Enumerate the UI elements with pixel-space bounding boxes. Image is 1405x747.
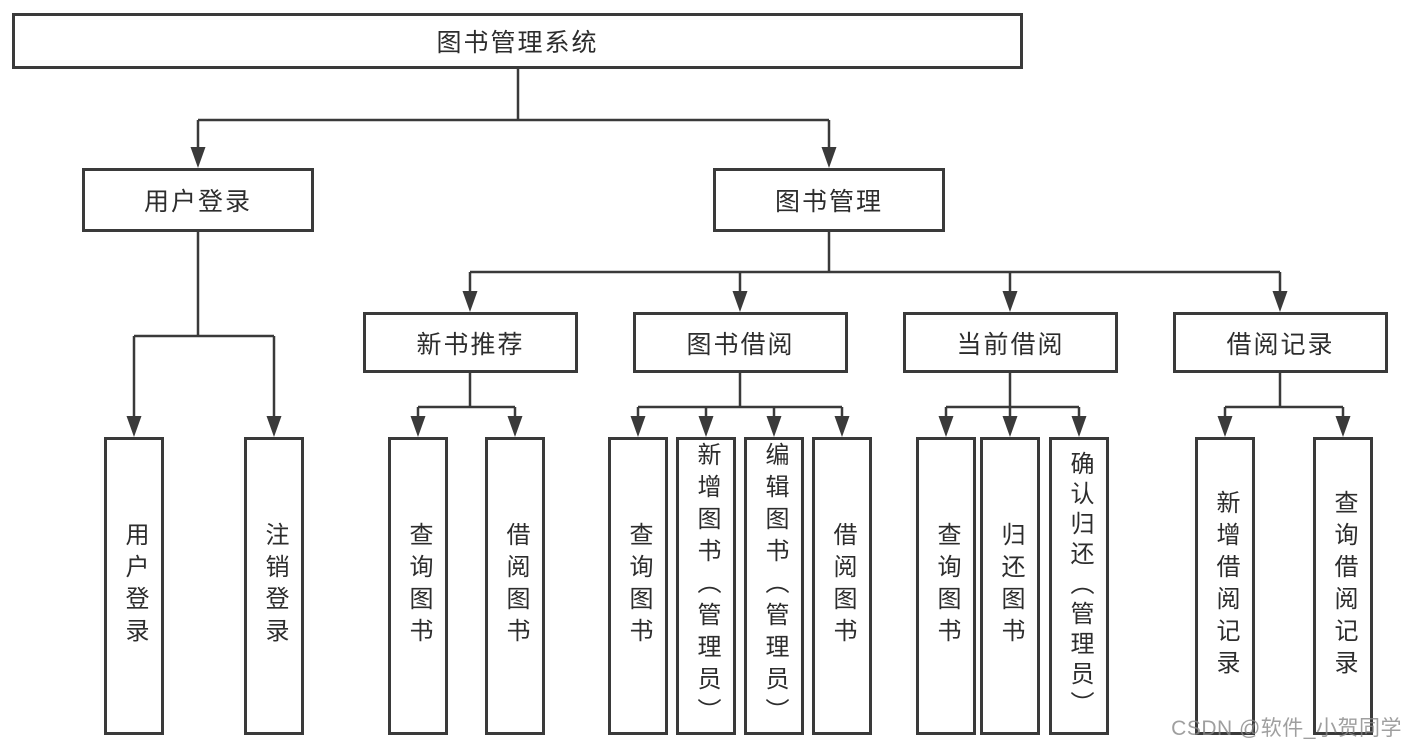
node-label: 归还图书	[997, 522, 1024, 650]
leaf-confirm-return-admin: 确认归还（管理员）	[1049, 437, 1109, 735]
node-label: 图书管理系统	[436, 29, 599, 57]
node-current-borrow: 当前借阅	[903, 312, 1118, 373]
node-label: 新增借阅记录	[1212, 490, 1239, 682]
node-user-login: 用户登录	[82, 168, 314, 232]
node-label: 查询图书	[933, 522, 960, 650]
node-label: 新增图书（管理员）	[693, 442, 720, 730]
node-borrow-record: 借阅记录	[1173, 312, 1388, 373]
node-label: 借阅记录	[1226, 330, 1335, 359]
leaf-borrow-book: 借阅图书	[812, 437, 872, 735]
leaf-return-book: 归还图书	[980, 437, 1040, 735]
node-label: 用户登录	[121, 522, 148, 650]
node-label: 用户登录	[143, 188, 252, 216]
arrowhead-icons	[126, 147, 1351, 437]
connector-stems	[132, 69, 1345, 423]
leaf-user-login: 用户登录	[104, 437, 164, 735]
node-label: 新书推荐	[416, 330, 525, 359]
node-label: 确认归还（管理员）	[1066, 451, 1093, 721]
node-label: 借阅图书	[829, 522, 856, 650]
node-label: 注销登录	[261, 522, 288, 650]
leaf-logout-login: 注销登录	[244, 437, 304, 735]
leaf-query-book: 查询图书	[388, 437, 448, 735]
leaf-query-borrow-record: 查询借阅记录	[1313, 437, 1373, 735]
leaf-query-book: 查询图书	[916, 437, 976, 735]
node-label: 图书管理	[774, 188, 883, 216]
node-label: 编辑图书（管理员）	[761, 442, 788, 730]
node-label: 当前借阅	[956, 330, 1065, 359]
node-library-management-system: 图书管理系统	[12, 13, 1023, 69]
leaf-edit-book-admin: 编辑图书（管理员）	[744, 437, 804, 735]
node-label: 借阅图书	[502, 522, 529, 650]
node-book-borrow: 图书借阅	[633, 312, 848, 373]
leaf-add-borrow-record: 新增借阅记录	[1195, 437, 1255, 735]
leaf-add-book-admin: 新增图书（管理员）	[676, 437, 736, 735]
csdn-watermark: CSDN @软件_小贺同学	[1171, 717, 1402, 740]
node-label: 查询图书	[625, 522, 652, 650]
node-label: 查询图书	[405, 522, 432, 650]
leaf-borrow-book: 借阅图书	[485, 437, 545, 735]
node-new-book-recommend: 新书推荐	[363, 312, 578, 373]
node-label: 查询借阅记录	[1330, 490, 1357, 682]
node-label: 图书借阅	[686, 330, 795, 359]
node-book-management: 图书管理	[713, 168, 945, 232]
leaf-query-book: 查询图书	[608, 437, 668, 735]
